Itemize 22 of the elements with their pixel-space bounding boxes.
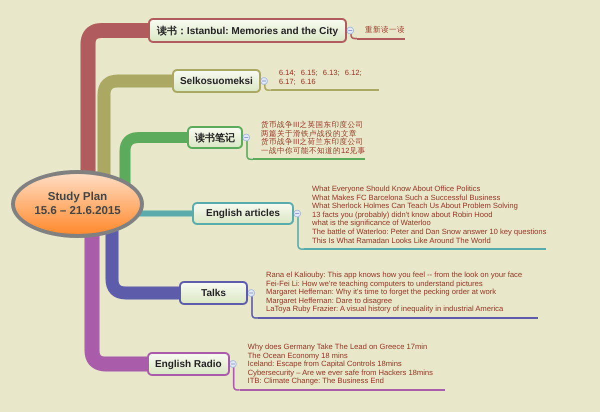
topic-box: Talks xyxy=(179,281,248,305)
connector-line xyxy=(229,360,240,391)
connector-line xyxy=(293,210,304,250)
topic-box: English Radio xyxy=(147,352,230,376)
item-list xyxy=(270,69,379,92)
topic-box: English articles xyxy=(192,202,294,225)
title-text: Study Plan xyxy=(48,190,108,204)
topic-box: Selkosuomeksi xyxy=(172,69,261,93)
topic-box: 读书笔记 xyxy=(187,126,243,149)
item-list xyxy=(253,121,366,160)
item-list xyxy=(258,271,538,319)
item-list xyxy=(357,26,405,40)
item-list xyxy=(240,343,445,391)
branch-connector xyxy=(120,132,187,184)
connector-line xyxy=(247,289,258,319)
branch-connector xyxy=(106,229,179,300)
item-list xyxy=(304,185,546,250)
date-text: 15.6 – 21.6.2015 xyxy=(34,204,121,218)
connector-line xyxy=(260,77,271,91)
connector-line xyxy=(242,134,253,160)
connector-line xyxy=(346,26,357,40)
topic-box: 读书：Istanbul: Memories and the City xyxy=(148,18,347,43)
